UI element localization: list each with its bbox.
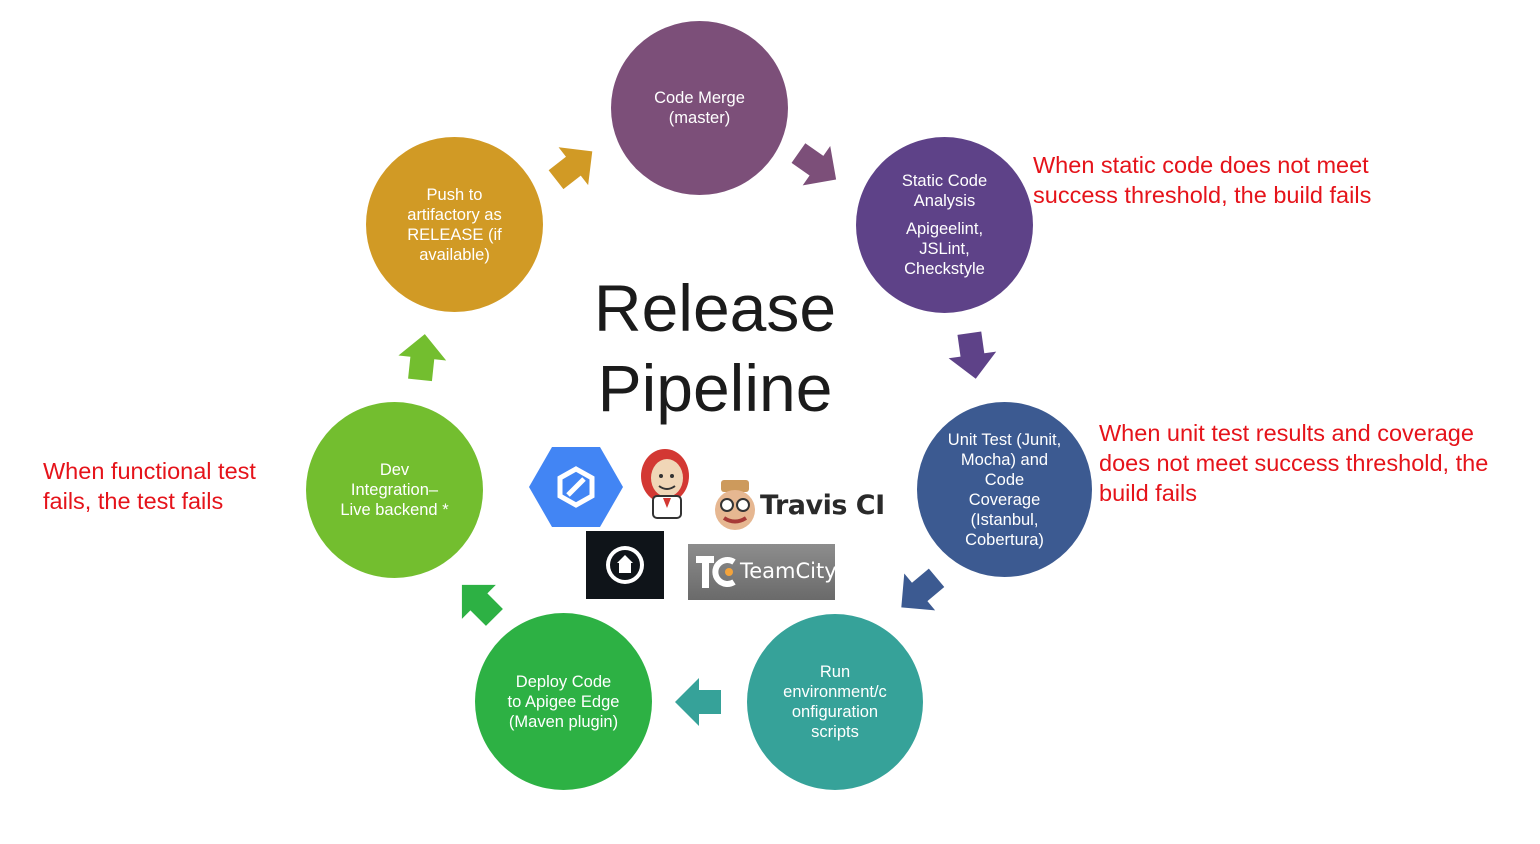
- step-deploy-line-2: to Apigee Edge: [507, 692, 620, 711]
- step-push-artifactory: Push to artifactory as RELEASE (if avail…: [366, 137, 543, 312]
- step-run-line-4: scripts: [811, 723, 859, 741]
- step-unit-line-5: (Istanbul,: [970, 510, 1039, 529]
- diagram-title-line-2: Pipeline: [597, 351, 833, 425]
- travis-ci-mascot-icon: [715, 480, 755, 530]
- step-code-merge-line-2: (master): [668, 109, 731, 127]
- arrow-dev-to-push: [398, 334, 447, 382]
- step-unit-line-3: Code: [984, 470, 1025, 489]
- step-deploy-code: Deploy Code to Apigee Edge (Maven plugin…: [475, 613, 652, 790]
- step-push-line-1: Push to: [426, 185, 483, 204]
- note-static-line-2: success threshold, the build fails: [1033, 182, 1372, 208]
- diagram-title: Release Pipeline: [560, 268, 870, 428]
- step-run-scripts: Run environment/c onfiguration scripts: [747, 614, 923, 790]
- arrow-static-to-unit: [948, 331, 997, 379]
- note-functional-test-fail: When functional test fails, the test fai…: [43, 456, 303, 516]
- step-run-line-2: environment/c: [783, 683, 887, 701]
- note-functional-line-2: fails, the test fails: [43, 488, 224, 514]
- step-static-line-5: Checkstyle: [904, 260, 985, 278]
- arrow-run-to-deploy: [675, 678, 721, 726]
- step-deploy-line-1: Deploy Code: [515, 672, 612, 691]
- step-run-line-1: Run: [819, 663, 851, 681]
- step-code-merge-line-1: Code Merge: [654, 89, 745, 107]
- step-static-line-1: Static Code: [901, 172, 988, 190]
- arrow-deploy-to-dev: [461, 584, 503, 626]
- step-push-line-2: artifactory as: [407, 205, 502, 224]
- diagram-title-line-1: Release: [593, 271, 837, 345]
- travis-ci-logo: Travis CI: [712, 478, 885, 534]
- step-push-line-3: RELEASE (if: [407, 225, 502, 244]
- step-push-line-4: available): [419, 245, 490, 264]
- step-unit-line-1: Unit Test (Junit,: [947, 430, 1062, 449]
- step-dev-line-1: Dev: [379, 461, 410, 479]
- teamcity-logo: TeamCity: [688, 544, 837, 600]
- step-static-line-3: Apigeelint,: [905, 220, 984, 238]
- arrow-unit-to-run: [901, 568, 945, 611]
- step-dev-line-2: Integration–: [350, 481, 439, 499]
- step-unit-line-4: Coverage: [968, 490, 1041, 509]
- step-static-code-analysis: Static Code Analysis Apigeelint, JSLint,…: [856, 137, 1033, 313]
- teamcity-icon: [696, 556, 736, 588]
- step-static-line-2: Analysis: [913, 192, 976, 210]
- note-unit-line-2: does not meet success threshold, the: [1099, 450, 1489, 476]
- travis-ci-text: Travis CI: [760, 490, 885, 521]
- step-unit-line-2: Mocha) and: [960, 450, 1049, 469]
- note-static-code-fail: When static code does not meet success t…: [1033, 150, 1453, 210]
- step-dev-line-3: Live backend *: [340, 501, 449, 519]
- jenkins-icon: [641, 449, 689, 519]
- note-unit-line-1: When unit test results and coverage: [1099, 420, 1474, 446]
- step-code-merge: Code Merge (master): [611, 21, 788, 195]
- note-static-line-1: When static code does not meet: [1033, 152, 1369, 178]
- google-cloud-build-icon: [529, 447, 623, 527]
- note-unit-line-3: build fails: [1099, 480, 1197, 506]
- concourse-ci-icon: [586, 531, 664, 599]
- step-static-line-4: JSLint,: [919, 240, 970, 258]
- step-deploy-line-3: (Maven plugin): [508, 712, 619, 731]
- arrow-merge-to-static: [791, 143, 837, 186]
- step-dev-integration: Dev Integration– Live backend *: [306, 402, 483, 578]
- step-run-line-3: onfiguration: [791, 703, 879, 721]
- teamcity-text: TeamCity: [740, 559, 837, 583]
- note-unit-test-fail: When unit test results and coverage does…: [1099, 418, 1529, 508]
- note-functional-line-1: When functional test: [43, 458, 256, 484]
- step-unit-line-6: Cobertura): [965, 530, 1044, 549]
- arrow-push-to-merge: [548, 147, 593, 190]
- step-unit-test: Unit Test (Junit, Mocha) and Code Covera…: [917, 402, 1092, 577]
